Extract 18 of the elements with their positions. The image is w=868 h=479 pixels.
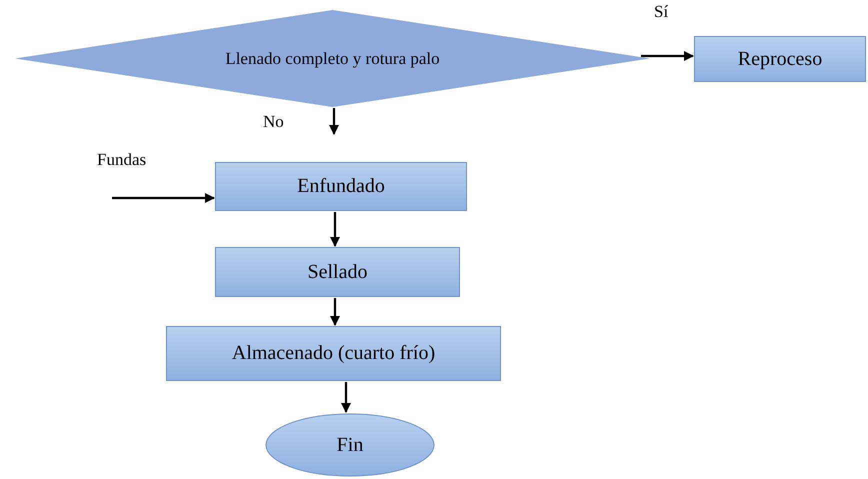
node-label: Sellado — [308, 260, 368, 284]
arrow — [330, 212, 340, 247]
arrow — [112, 193, 215, 203]
process-box — [215, 247, 460, 297]
node-label: Fin — [336, 434, 364, 456]
terminal-ellipse — [265, 413, 435, 477]
process-box — [166, 326, 501, 381]
process-box — [215, 162, 467, 211]
process-box — [694, 36, 866, 82]
arrow — [641, 51, 694, 61]
arrow — [341, 382, 351, 413]
node-label: Llenado completo y rotura palo — [225, 48, 440, 68]
arrow — [329, 108, 339, 135]
node-label: Reproceso — [738, 48, 822, 70]
arrow — [330, 298, 340, 326]
decision-diamond — [15, 10, 650, 107]
node-label: Enfundado — [297, 175, 385, 198]
node-label: Almacenado (cuarto frío) — [232, 342, 436, 365]
